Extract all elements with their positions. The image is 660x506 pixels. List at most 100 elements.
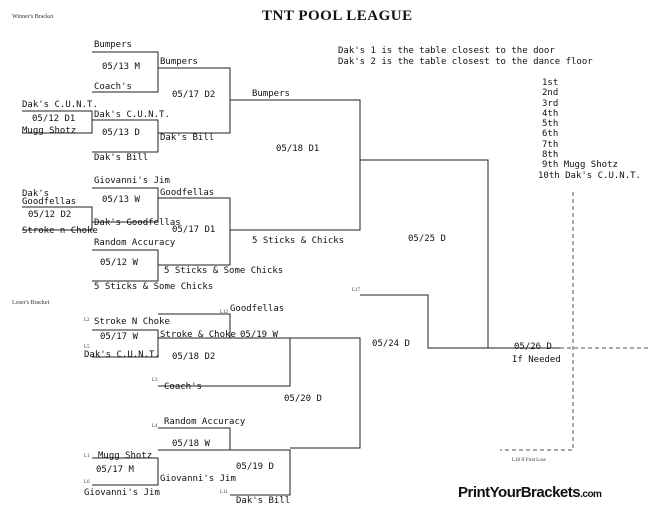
game-label: 05/25 D (408, 234, 446, 244)
team-slot: Mugg Shotz (22, 126, 77, 136)
team-slot: Goodfellas (22, 197, 77, 207)
game-label: 05/17 M (96, 465, 134, 475)
standings-row: 8th (542, 150, 641, 160)
standings-team: Dak's C.U.N.T. (565, 170, 641, 181)
team-slot: Stroke N Choke (94, 317, 170, 327)
team-slot: Random Accuracy (94, 238, 176, 248)
game-label: 05/24 D (372, 339, 410, 349)
loser-tag: L6 (84, 480, 90, 485)
team-slot: Dak's C.U.N.T. (22, 100, 98, 110)
team-slot: Dak's (22, 189, 50, 199)
match-line-pre-c (22, 206, 93, 231)
table-note-1: Dak's 1 is the table closest to the door (338, 46, 555, 56)
standings-place: 7th (542, 139, 559, 150)
team-slot: Bumpers (94, 40, 132, 50)
standings-place: 6th (542, 129, 559, 140)
team-slot: 5 Sticks & Chicks (252, 236, 345, 246)
team-slot: Dak's Bill (94, 153, 149, 163)
standings-place: 5th (542, 119, 559, 130)
table-note-2: Dak's 2 is the table closest to the danc… (338, 57, 593, 67)
match-line-l5b (92, 457, 159, 486)
team-slot: 5 Sticks & Some Chicks (164, 266, 284, 276)
game-label: 05/12 D1 (32, 114, 76, 124)
standings-list: 1st 2nd 3rd 4th 5th 6th 7th 8th 9th Mugg… (538, 78, 641, 181)
match-line-l2 (158, 337, 291, 387)
game-label: 05/18 D1 (276, 144, 320, 154)
logo-main: PrintYourBrackets (458, 484, 581, 501)
game-label: 05/19 D (236, 462, 274, 472)
team-slot: Giovanni's Jim (94, 176, 170, 186)
game-label: 05/26 D (514, 342, 552, 352)
standings-place: 10th (538, 170, 560, 181)
team-slot: Dak's C.U.N.T. (94, 110, 170, 120)
team-slot: Goodfellas (160, 188, 215, 198)
match-line-w1a (92, 51, 159, 93)
standings-row: 9th Mugg Shotz (542, 160, 641, 170)
match-line-l3 (290, 337, 361, 449)
match-line-w1e (92, 187, 159, 223)
game-label: 05/12 D2 (28, 210, 72, 220)
team-slot: 5 Sticks & Some Chicks (94, 282, 214, 292)
match-line-l12 (158, 313, 231, 338)
loser-tag: L4 (152, 424, 158, 429)
loser-tag: L3 (152, 378, 158, 383)
team-slot: Bumpers (252, 89, 290, 99)
match-line-pre-a (22, 110, 93, 134)
loser-tag: L12 (220, 310, 229, 315)
site-logo: PrintYourBrackets.com (458, 484, 602, 501)
standings-row: 1st (542, 78, 641, 88)
loser-tag: L2 (84, 318, 90, 323)
team-slot: Dak's Bill (160, 133, 215, 143)
loser-tag: L5 (84, 345, 90, 350)
team-slot: Dak's C.U.N.T. (84, 350, 160, 360)
game-note: If Needed (512, 355, 561, 365)
standings-team: Mugg Shotz (563, 160, 618, 171)
game-label: 05/18 W (172, 439, 210, 449)
logo-suffix: .com (580, 489, 602, 500)
game-label: 05/13 D (102, 128, 140, 138)
team-slot: Stroke n Choke (22, 226, 98, 236)
team-slot: Giovanni's Jim (84, 488, 160, 498)
team-slot: Dak's Bill (236, 496, 291, 506)
team-slot: Mugg Shotz (98, 451, 153, 461)
loser-tag: L1 (84, 454, 90, 459)
match-line-l1a (92, 329, 159, 358)
standings-row: 2nd (542, 88, 641, 98)
game-label: 05/13 W (102, 195, 140, 205)
dashed-line-l18 (500, 192, 574, 451)
winners-bracket-label: Winner's Bracket (12, 14, 54, 20)
standings-place: 9th (542, 160, 559, 171)
match-line-l5a (158, 427, 231, 451)
match-line-w4 (360, 159, 489, 348)
standings-row: 6th (542, 129, 641, 139)
game-label: 05/17 D2 (172, 90, 216, 100)
losers-bracket-label: Loser's Bracket (12, 300, 50, 306)
game-label: 05/13 M (102, 62, 140, 72)
match-line-w2c (158, 197, 231, 266)
game-label: 05/12 W (100, 258, 138, 268)
team-slot: Stroke & Choke (160, 330, 236, 340)
standings-place: 3rd (542, 98, 559, 109)
team-slot: Dak's Goodfellas (94, 218, 181, 228)
standings-row: 10th Dak's C.U.N.T. (538, 171, 641, 181)
page-title: TNT POOL LEAGUE (262, 8, 413, 24)
team-slot: Goodfellas (230, 304, 285, 314)
match-line-w2a (158, 67, 231, 134)
team-slot: Random Accuracy (164, 417, 246, 427)
standings-place: 1st (542, 78, 559, 88)
game-label: 05/19 W (240, 330, 278, 340)
standings-row: 3rd (542, 99, 641, 109)
standings-row: 4th (542, 109, 641, 119)
team-slot: Bumpers (160, 57, 198, 67)
match-line-w3a (230, 99, 361, 231)
standings-place: 2nd (542, 88, 559, 99)
team-slot: Coach's (164, 382, 202, 392)
standings-row: 7th (542, 140, 641, 150)
standings-row: 5th (542, 119, 641, 129)
game-label: 05/20 D (284, 394, 322, 404)
l18-note: L18 If First Loss (512, 458, 546, 463)
game-label: 05/18 D2 (172, 352, 216, 362)
match-line-l6 (230, 449, 291, 496)
team-slot: Giovanni's Jim (160, 474, 236, 484)
